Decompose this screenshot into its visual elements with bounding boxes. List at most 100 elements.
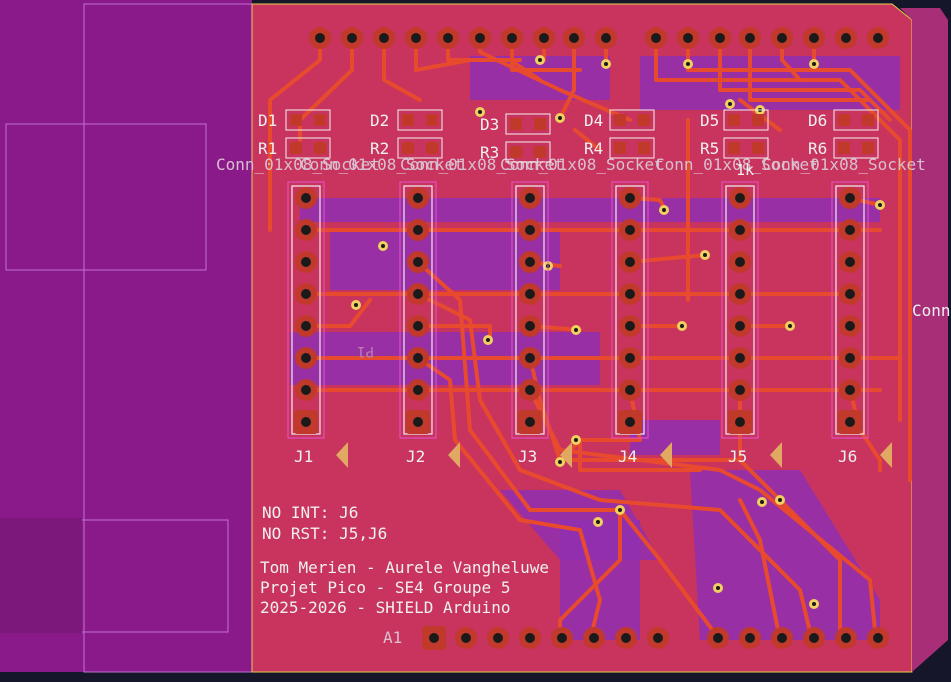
connector-value-label: Conn_01x08_Socket xyxy=(762,155,926,174)
trace-26 xyxy=(628,253,707,264)
via-15-drill xyxy=(558,460,562,464)
connector-pin-4-drill xyxy=(845,289,855,299)
note-line-2: NO RST: J5,J6 xyxy=(262,524,387,543)
connector-courtyard xyxy=(611,181,649,439)
top-pin-7-drill xyxy=(507,33,517,43)
top-pin-11-drill xyxy=(651,33,661,43)
note-line-5: 2025-2026 - SHIELD Arduino xyxy=(260,598,510,617)
via-19-drill xyxy=(760,500,764,504)
bottom-pin-10-drill xyxy=(745,633,755,643)
side-conn-label: Conn xyxy=(912,301,951,320)
via-8-drill xyxy=(662,208,666,212)
top-pin-17-drill xyxy=(841,33,851,43)
via-18-drill xyxy=(716,586,720,590)
resistor-pad-1 xyxy=(510,146,522,158)
connector-pin-6-drill xyxy=(845,353,855,363)
led-pad-a xyxy=(728,114,740,126)
led-pad-k xyxy=(314,114,326,126)
top-pin-15-drill xyxy=(777,33,787,43)
connector-pin-2-drill xyxy=(845,225,855,235)
connector-pin-6-drill xyxy=(625,353,635,363)
resistor-outline xyxy=(505,141,551,163)
connector-pin-7-drill xyxy=(845,385,855,395)
bottom-pin-14-drill xyxy=(873,633,883,643)
bottom-pin-7-drill xyxy=(621,633,631,643)
resistor-pad-1 xyxy=(290,142,302,154)
connector-ref-label: J1 xyxy=(294,447,313,466)
pin1-arrow-icon xyxy=(880,442,892,468)
connector-pin-2-drill xyxy=(301,225,311,235)
trace-14 xyxy=(748,36,872,102)
resistor-ref-label: R1 xyxy=(258,139,277,158)
bottom-pin-11-drill xyxy=(777,633,787,643)
bottom-header-pins xyxy=(422,626,889,650)
via-11-drill xyxy=(788,324,792,328)
note-line-3: Tom Merien - Aurele Vangheluwe xyxy=(260,558,549,577)
connector-j4: J4 xyxy=(611,181,672,468)
via-5-drill xyxy=(538,58,542,62)
connector-pin-3-drill xyxy=(625,257,635,267)
connector-pin-1-drill xyxy=(625,193,635,203)
connector-pin-3-drill xyxy=(525,257,535,267)
connector-pin-7-drill xyxy=(735,385,745,395)
connector-pin-8-drill xyxy=(301,417,311,427)
connector-j1: J1 xyxy=(287,181,348,468)
note-line-1: NO INT: J6 xyxy=(262,503,358,522)
connector-pin-5-drill xyxy=(625,321,635,331)
resistor-pad-2 xyxy=(426,142,438,154)
led-outline xyxy=(285,109,331,131)
led-pad-a xyxy=(614,114,626,126)
resistor-outline xyxy=(609,137,655,159)
arduino-ref-label: A1 xyxy=(383,628,402,647)
back-zone-7 xyxy=(690,470,880,640)
bottom-pin-13-drill xyxy=(841,633,851,643)
via-6-drill xyxy=(574,328,578,332)
connector-courtyard xyxy=(287,181,325,439)
resistor-ref-label: R5 xyxy=(700,139,719,158)
top-pin-18-drill xyxy=(873,33,883,43)
pin1-arrow-icon xyxy=(770,442,782,468)
connector-pin-7-drill xyxy=(625,385,635,395)
connector-pin-5-drill xyxy=(735,321,745,331)
top-pin-12-drill xyxy=(683,33,693,43)
via-13-drill xyxy=(486,338,490,342)
connector-pin-8-drill xyxy=(413,417,423,427)
connector-pin-4-drill xyxy=(413,289,423,299)
resistor-pad-2 xyxy=(862,142,874,154)
led-pad-k xyxy=(426,114,438,126)
resistor-outline xyxy=(723,137,769,159)
led-ref-label: D1 xyxy=(258,111,277,130)
connector-pin-4-drill xyxy=(525,289,535,299)
bottom-pin-4-drill xyxy=(525,633,535,643)
connector-value-label: Conn_01x08_Socket xyxy=(655,155,819,174)
resistor-pad-2 xyxy=(314,142,326,154)
led-ref-label: D2 xyxy=(370,111,389,130)
led-outline xyxy=(505,113,551,135)
connector-pin-2-drill xyxy=(625,225,635,235)
connector-pin-4-drill xyxy=(735,289,745,299)
connector-value-label: Conn_01x08_Socket xyxy=(300,155,464,174)
bottom-pin-12-drill xyxy=(809,633,819,643)
connector-pin-5-drill xyxy=(845,321,855,331)
via-26-drill xyxy=(812,62,816,66)
top-pin-2-drill xyxy=(347,33,357,43)
via-12-drill xyxy=(878,203,882,207)
resistor-outline xyxy=(397,137,443,159)
bottom-pin-6-drill xyxy=(589,633,599,643)
bottom-pin-1-drill xyxy=(429,633,439,643)
resistor-ref-label: R6 xyxy=(808,139,827,158)
bottom-pin-8-drill xyxy=(653,633,663,643)
connector-j6: J6 xyxy=(831,181,892,468)
note-line-4: Projet Pico - SE4 Groupe 5 xyxy=(260,578,510,597)
usb-connector-outline xyxy=(5,123,207,271)
pin1-arrow-icon xyxy=(660,442,672,468)
connector-pin-3-drill xyxy=(301,257,311,267)
back-zone-8 xyxy=(630,420,720,455)
via-16-drill xyxy=(618,508,622,512)
trace-31 xyxy=(416,260,722,642)
led-pad-a xyxy=(290,114,302,126)
via-22-drill xyxy=(728,102,732,106)
